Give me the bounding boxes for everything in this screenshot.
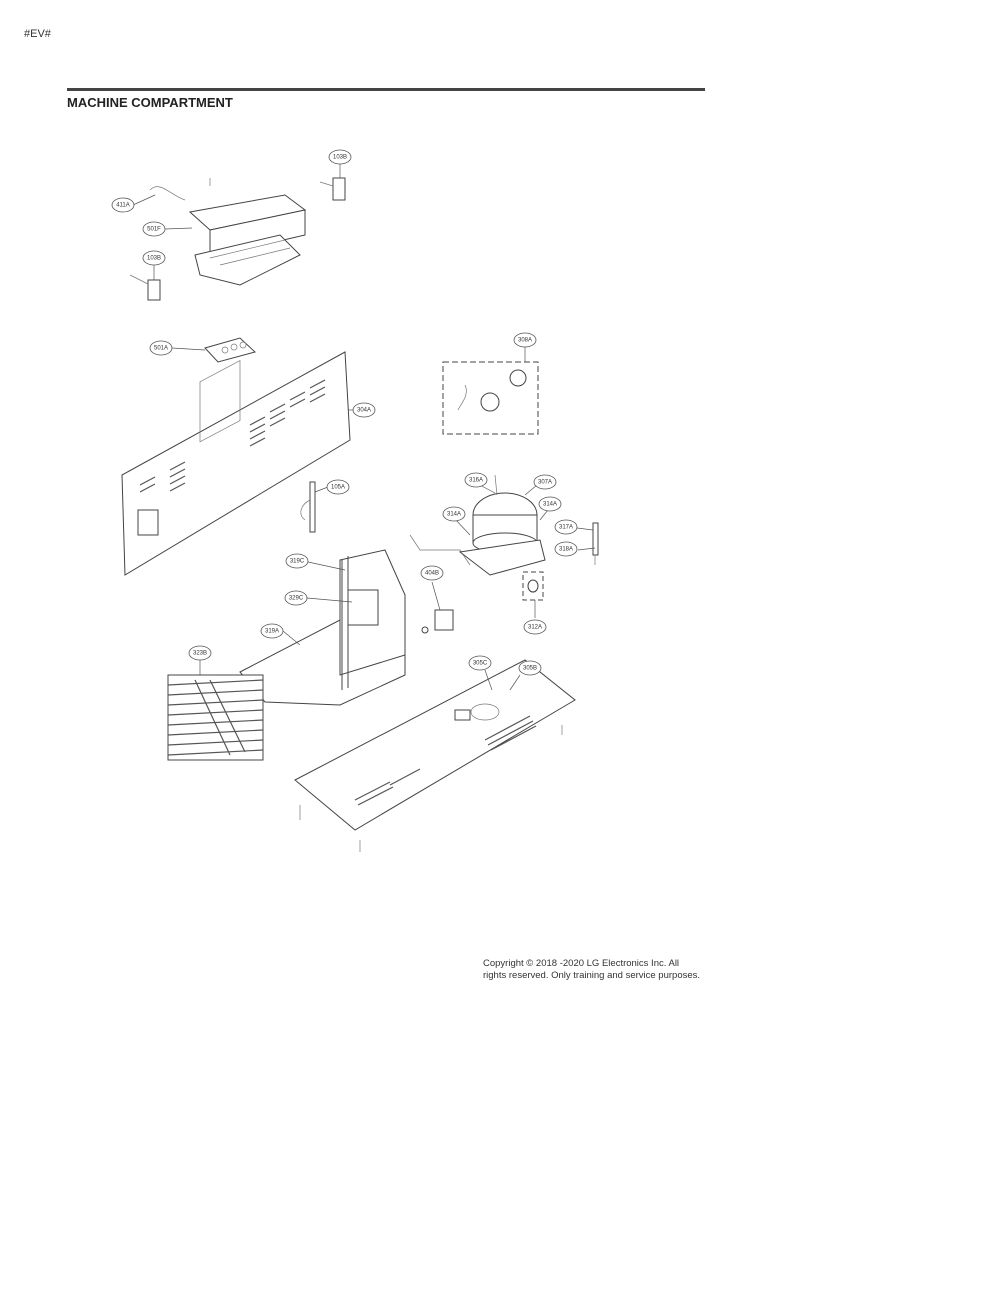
callout-105a: 105A — [326, 479, 350, 495]
callout-404b: 404B — [420, 565, 444, 581]
svg-text:314A: 314A — [543, 502, 557, 508]
pcb-board — [204, 337, 256, 363]
svg-text:411A: 411A — [116, 203, 130, 209]
svg-text:329C: 329C — [289, 596, 304, 602]
callout-314a-left: 314A — [442, 506, 466, 522]
capillary-fitting — [592, 522, 599, 565]
rear-cover-panel — [121, 351, 351, 576]
section-title: MACHINE COMPARTMENT — [67, 95, 233, 110]
relay-kit-box — [442, 361, 539, 435]
callout-103b-left: 103B — [142, 250, 166, 266]
svg-text:103B: 103B — [333, 155, 347, 161]
svg-text:307A: 307A — [538, 480, 552, 486]
leader-lines — [132, 164, 596, 691]
svg-text:323B: 323B — [193, 651, 207, 657]
drain-pan-assembly — [239, 549, 406, 706]
svg-text:501F: 501F — [147, 227, 161, 233]
callout-103b-top: 103B — [328, 149, 352, 165]
callout-411a: 411A — [111, 197, 135, 213]
svg-text:317A: 317A — [559, 525, 573, 531]
callout-312a: 312A — [523, 619, 547, 635]
corner-tag: #EV# — [24, 28, 51, 40]
bracket-left — [129, 274, 161, 301]
svg-text:314A: 314A — [447, 512, 461, 518]
svg-text:319C: 319C — [290, 559, 305, 565]
callout-308a: 308A — [513, 332, 537, 348]
callout-304a: 304A — [352, 402, 376, 418]
svg-text:316A: 316A — [469, 478, 483, 484]
svg-text:105A: 105A — [331, 485, 345, 491]
control-box-cover — [149, 178, 307, 286]
svg-text:312A: 312A — [528, 625, 542, 631]
callout-316a: 316A — [464, 472, 488, 488]
callout-501a: 501A — [149, 340, 173, 356]
callout-314a-right: 314A — [538, 496, 562, 512]
bracket-top — [319, 177, 346, 201]
compressor — [409, 474, 546, 576]
svg-text:305B: 305B — [523, 666, 537, 672]
base-plate — [294, 659, 576, 852]
callout-317a: 317A — [554, 519, 578, 535]
svg-text:404B: 404B — [425, 571, 439, 577]
svg-text:305C: 305C — [473, 661, 488, 667]
copyright-notice: Copyright © 2018 -2020 LG Electronics In… — [483, 958, 701, 981]
callout-329c: 329C — [284, 590, 308, 606]
callout-305b: 305B — [518, 660, 542, 676]
callout-501f: 501F — [142, 221, 166, 237]
svg-text:103B: 103B — [147, 256, 161, 262]
callout-305c: 305C — [468, 655, 492, 671]
overload-protector — [522, 571, 544, 601]
compressor-mount — [421, 609, 454, 634]
callout-307a: 307A — [533, 474, 557, 490]
header-rule — [67, 88, 705, 91]
exploded-parts-diagram: 103B 411A 501F 103B 501A 304A 308A 105A … — [111, 149, 599, 852]
svg-text:304A: 304A — [357, 408, 371, 414]
callout-319c: 319C — [285, 553, 309, 569]
svg-text:318A: 318A — [559, 547, 573, 553]
callout-318a: 318A — [554, 541, 578, 557]
svg-text:308A: 308A — [518, 338, 532, 344]
svg-text:501A: 501A — [154, 346, 168, 352]
svg-text:319A: 319A — [265, 629, 279, 635]
callout-323b: 323B — [188, 645, 212, 661]
drier-tube — [300, 481, 316, 533]
callout-319a: 319A — [260, 623, 284, 639]
condenser-coil — [167, 674, 264, 761]
